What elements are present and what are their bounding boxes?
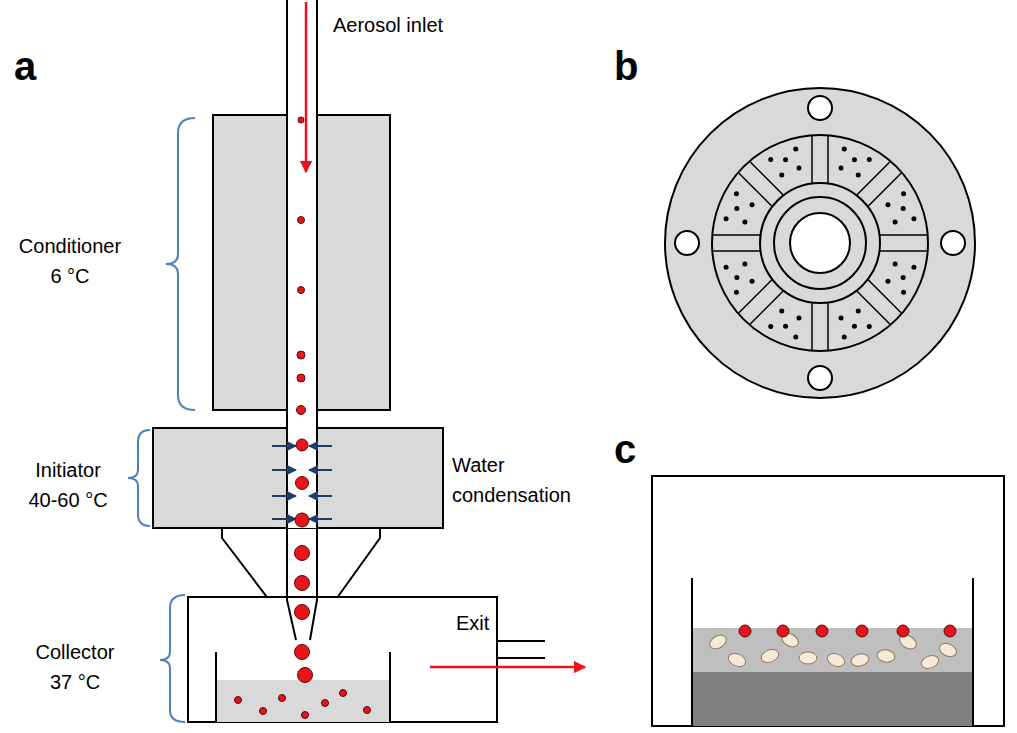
process-label: Water condensation — [452, 450, 587, 510]
section-label: Collector 37 °C — [28, 637, 123, 697]
section-label: Conditioner 6 °C — [14, 231, 126, 291]
flow-tube — [287, 0, 317, 640]
section-brackets — [128, 118, 195, 722]
inlet-label: Aerosol inlet — [333, 10, 493, 40]
exit-label: Exit — [456, 608, 516, 638]
condensation-arrows — [272, 446, 332, 519]
collector-block — [188, 597, 545, 722]
inlet-arrow — [305, 2, 308, 172]
panel-letter: c — [614, 427, 664, 471]
section-label: Initiator 40-60 °C — [18, 455, 118, 515]
exit-arrow — [430, 666, 585, 669]
aerosol-droplets — [235, 117, 371, 719]
panel-letter: b — [614, 44, 664, 88]
panel-letter: a — [14, 44, 64, 88]
culture-well — [652, 476, 1004, 726]
collection-plate — [665, 88, 975, 398]
